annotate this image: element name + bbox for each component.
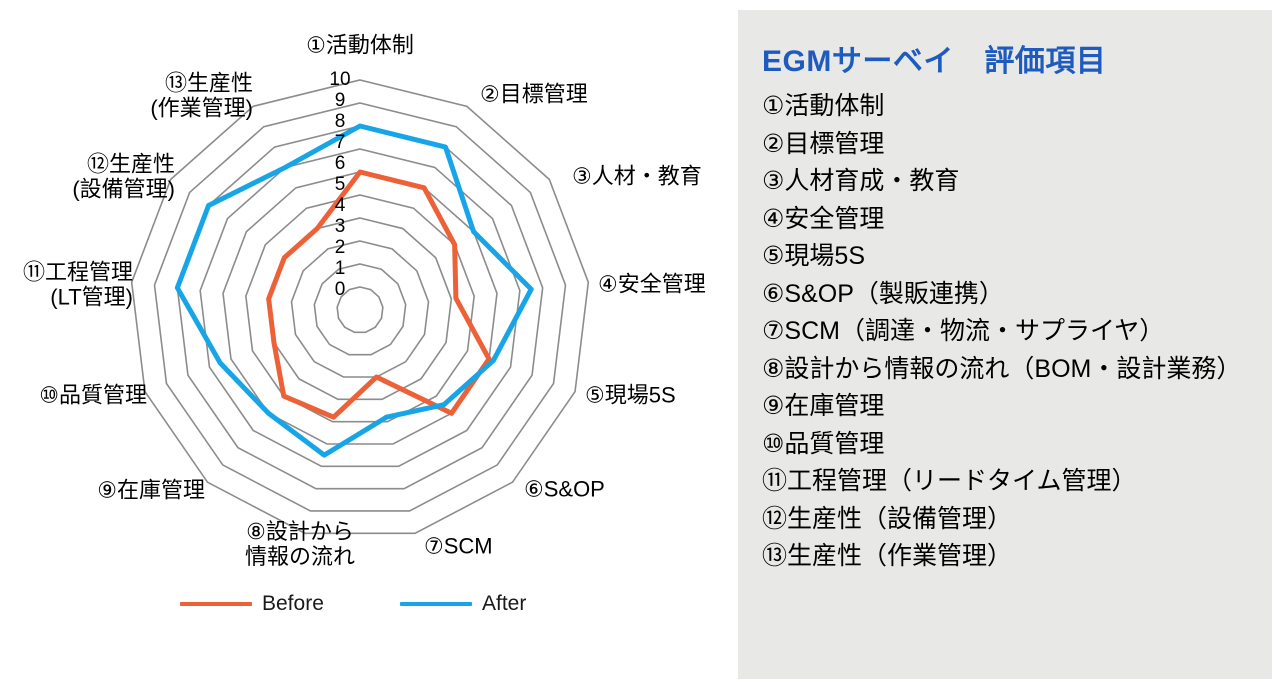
list-item: ⑥S&OP（製販連携） xyxy=(762,279,1004,308)
axis-label-4: ④安全管理 xyxy=(598,271,706,297)
axis-label-9: ⑨在庫管理 xyxy=(97,477,205,503)
grid-ring xyxy=(313,263,407,356)
tick-label-0: 0 xyxy=(334,279,346,300)
legend-label-after: After xyxy=(482,592,527,615)
series-before xyxy=(266,169,492,420)
axis-label-2: ②目標管理 xyxy=(480,81,588,107)
list-item: ⑨在庫管理 xyxy=(762,392,885,420)
side-panel-title: EGMサーベイ 評価項目 xyxy=(762,45,1107,78)
axis-label-1: ①活動体制 xyxy=(306,32,414,58)
list-item: ①活動体制 xyxy=(762,92,885,120)
tick-label-2: 2 xyxy=(334,237,346,258)
grid-ring xyxy=(153,102,567,512)
list-item: ⑦SCM（調達・物流・サプライヤ） xyxy=(762,317,1165,345)
axis-label-13: ⑬生産性 (作業管理) xyxy=(150,70,253,120)
axis-label-12: ⑫生産性 (設備管理) xyxy=(72,151,175,201)
axis-label-8: ⑧設計から 情報の流れ xyxy=(244,519,356,569)
radar-chart-svg xyxy=(130,79,590,535)
grid-ring xyxy=(245,194,475,423)
list-item: ⑬生産性（作業管理） xyxy=(762,542,1013,570)
legend-label-before: Before xyxy=(262,592,324,615)
tick-label-5: 5 xyxy=(334,174,346,195)
list-item: ⑪工程管理（リードタイム管理） xyxy=(762,467,1137,495)
legend-item-after[interactable]: After xyxy=(400,592,526,616)
tick-label-9: 9 xyxy=(334,90,346,111)
list-item: ②目標管理 xyxy=(762,129,885,158)
list-item: ③人材育成・教育 xyxy=(762,167,960,195)
list-item: ⑫生産性（設備管理） xyxy=(762,504,1013,533)
list-item: ⑩品質管理 xyxy=(762,429,885,458)
legend-item-before[interactable]: Before xyxy=(180,592,324,616)
axis-label-7: ⑦SCM xyxy=(424,533,493,559)
axis-label-5: ⑤現場5S xyxy=(585,382,676,408)
chart-legend: Before After xyxy=(180,592,600,622)
grid-ring xyxy=(199,148,521,468)
list-item: ④安全管理 xyxy=(762,204,885,233)
axis-label-11: ⑪工程管理 (LT管理) xyxy=(22,259,133,309)
axis-label-10: ⑩品質管理 xyxy=(39,382,147,408)
tick-label-8: 8 xyxy=(334,111,346,132)
list-item: ⑤現場5S xyxy=(762,242,865,270)
radar-chart-panel: ①活動体制 ②目標管理 ③人材・教育 ④安全管理 ⑤現場5S ⑥S&OP ⑦SC… xyxy=(22,32,706,622)
axis-label-6: ⑥S&OP xyxy=(524,476,605,502)
tick-label-1: 1 xyxy=(334,258,346,279)
radar-grid xyxy=(130,79,590,535)
evaluation-items-panel: EGMサーベイ 評価項目 ①活動体制 ②目標管理 ③人材育成・教育 ④安全管理 … xyxy=(738,10,1272,679)
list-item: ⑧設計から情報の流れ（BOM・設計業務） xyxy=(762,354,1242,383)
radar-series xyxy=(174,123,534,458)
tick-label-10: 10 xyxy=(329,69,351,90)
series-after xyxy=(174,123,534,458)
grid-ring xyxy=(290,240,430,378)
grid-ring xyxy=(336,286,384,334)
grid-ring xyxy=(222,171,498,445)
legend-swatch-after xyxy=(400,602,472,606)
tick-label-3: 3 xyxy=(334,216,346,237)
tick-label-7: 7 xyxy=(334,132,346,153)
grid-ring xyxy=(130,79,590,535)
tick-label-4: 4 xyxy=(334,195,346,216)
axis-label-3: ③人材・教育 xyxy=(572,163,702,189)
legend-swatch-before xyxy=(180,602,252,606)
tick-label-6: 6 xyxy=(334,153,346,174)
